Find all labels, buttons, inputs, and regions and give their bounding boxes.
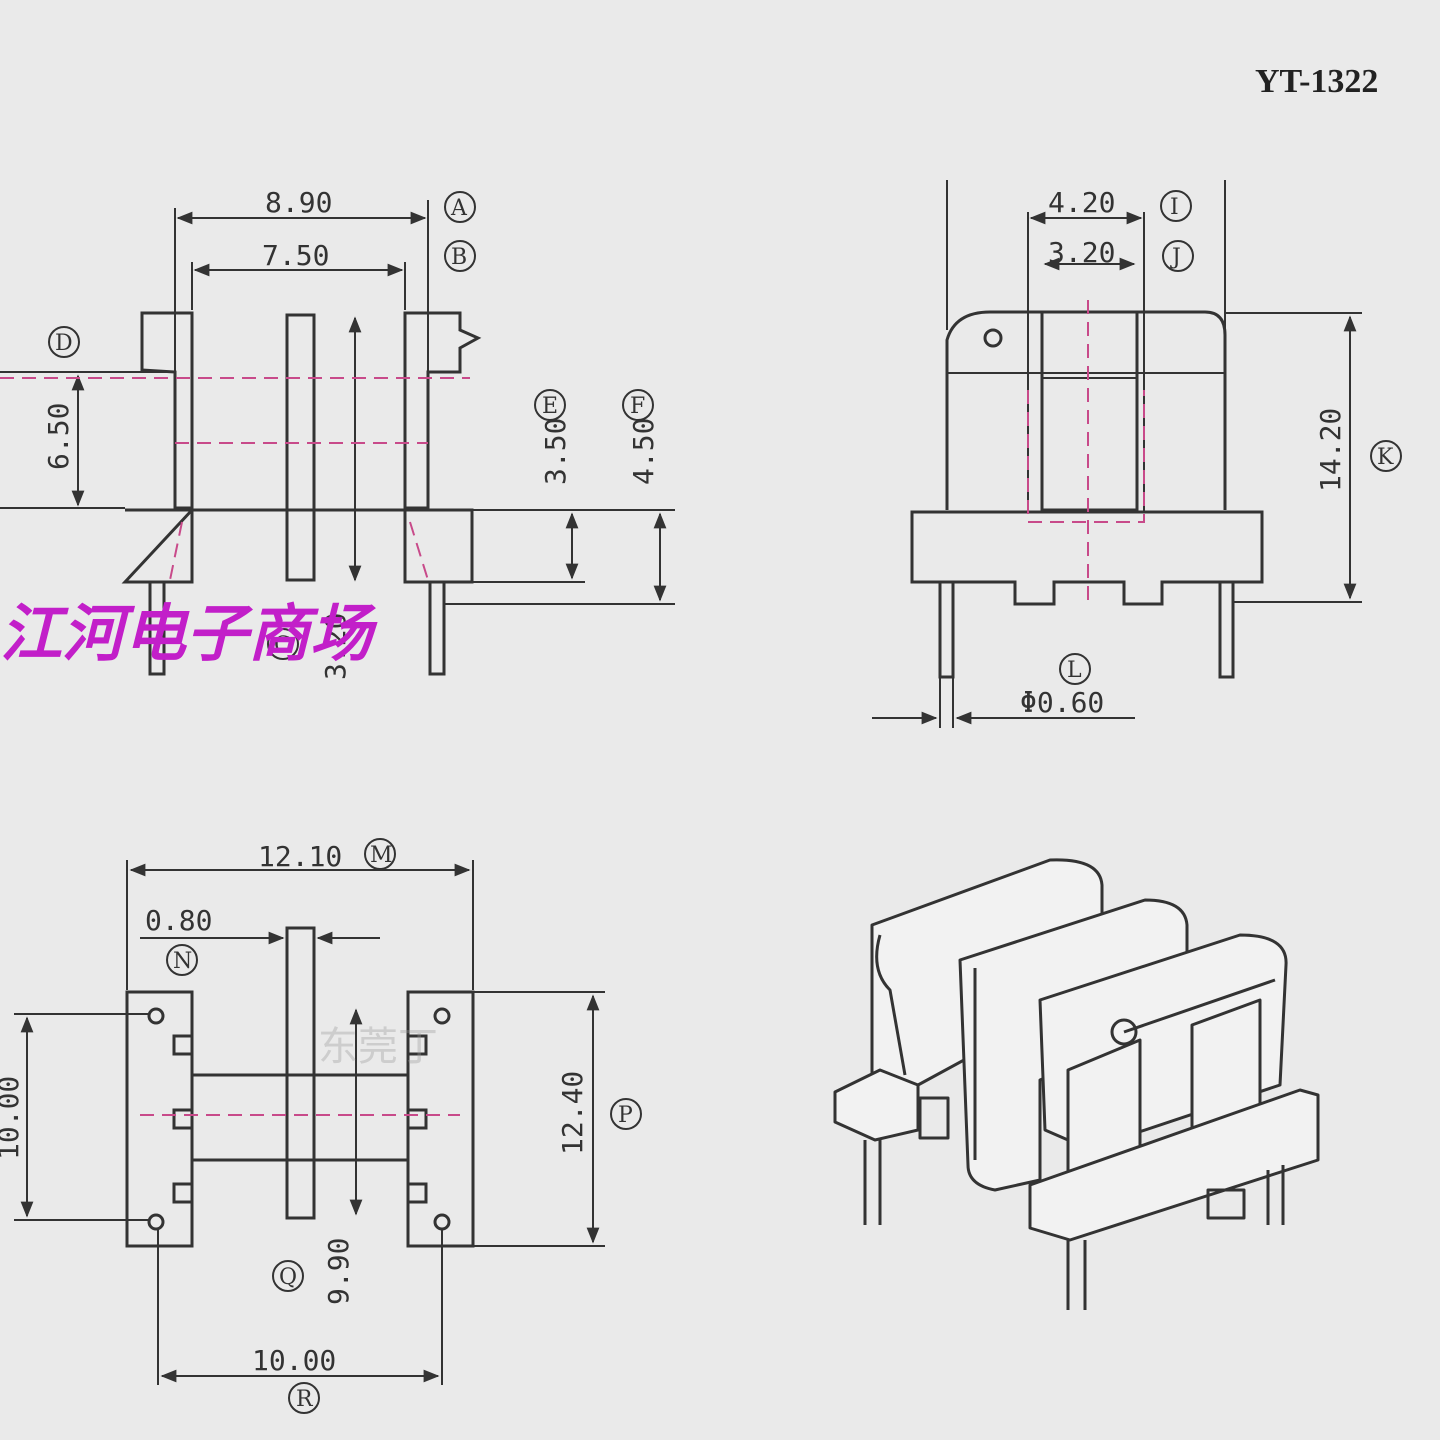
- label-b-circle: B: [444, 240, 476, 272]
- svg-text:D: D: [55, 331, 73, 356]
- label-a-circle: A: [444, 191, 476, 223]
- dim-height-value: 6.50: [42, 403, 75, 470]
- side-view: [872, 180, 1362, 728]
- dim-k-value: 14.20: [1314, 408, 1347, 492]
- dim-j-value: 3.20: [1048, 236, 1115, 269]
- dim-b-value: 7.50: [262, 239, 329, 272]
- dim-c-value: 3.20: [319, 613, 352, 680]
- bottom-view: [14, 860, 605, 1385]
- svg-text:Q: Q: [279, 1265, 297, 1290]
- drawing-title: YT-1322: [1255, 63, 1378, 100]
- label-e-circle: E: [534, 389, 566, 421]
- svg-text:K: K: [1377, 445, 1394, 470]
- label-c-circle: C: [267, 628, 299, 660]
- label-j-circle: J: [1162, 240, 1194, 272]
- label-n-circle: N: [166, 944, 198, 976]
- label-l-circle: L: [1059, 653, 1091, 685]
- label-q-circle: Q: [272, 1260, 304, 1292]
- svg-text:P: P: [618, 1103, 633, 1128]
- label-d-circle: D: [48, 326, 80, 358]
- label-m-circle: M: [364, 838, 396, 870]
- dim-r-value: 10.00: [252, 1344, 336, 1377]
- label-r-circle: R: [288, 1382, 320, 1414]
- label-f-circle: F: [622, 389, 654, 421]
- label-p-circle: P: [610, 1098, 642, 1130]
- svg-text:C: C: [274, 633, 291, 658]
- faint-watermark: 东莞丁: [318, 1024, 438, 1070]
- svg-text:B: B: [451, 245, 467, 270]
- svg-text:F: F: [630, 394, 645, 419]
- svg-text:N: N: [173, 949, 192, 974]
- dim-a-value: 8.90: [265, 186, 332, 219]
- dim-i-value: 4.20: [1048, 186, 1115, 219]
- label-k-circle: K: [1370, 440, 1402, 472]
- svg-text:I: I: [1170, 195, 1179, 220]
- dim-l-value: Φ0.60: [1020, 686, 1104, 719]
- svg-text:A: A: [450, 196, 468, 221]
- front-view-centerlines: [0, 377, 470, 581]
- dim-m-value: 12.10: [258, 840, 342, 873]
- svg-text:E: E: [542, 394, 558, 419]
- isometric-view: [833, 858, 1320, 1310]
- svg-text:L: L: [1067, 658, 1082, 683]
- svg-text:R: R: [296, 1387, 314, 1412]
- label-i-circle: I: [1160, 190, 1192, 222]
- dim-left-height-value: 10.00: [0, 1076, 25, 1160]
- front-view: [0, 200, 675, 676]
- svg-text:M: M: [370, 843, 393, 868]
- dim-p-value: 12.40: [556, 1071, 589, 1155]
- dim-n-value: 0.80: [145, 904, 212, 937]
- svg-text:J: J: [1170, 245, 1181, 270]
- dim-q-value: 9.90: [322, 1238, 355, 1305]
- side-view-centerlines: [1027, 300, 1145, 600]
- dim-e-value: 3.50: [539, 418, 572, 485]
- shop-watermark: 江河电子商场: [0, 597, 378, 670]
- dim-f-value: 4.50: [627, 418, 660, 485]
